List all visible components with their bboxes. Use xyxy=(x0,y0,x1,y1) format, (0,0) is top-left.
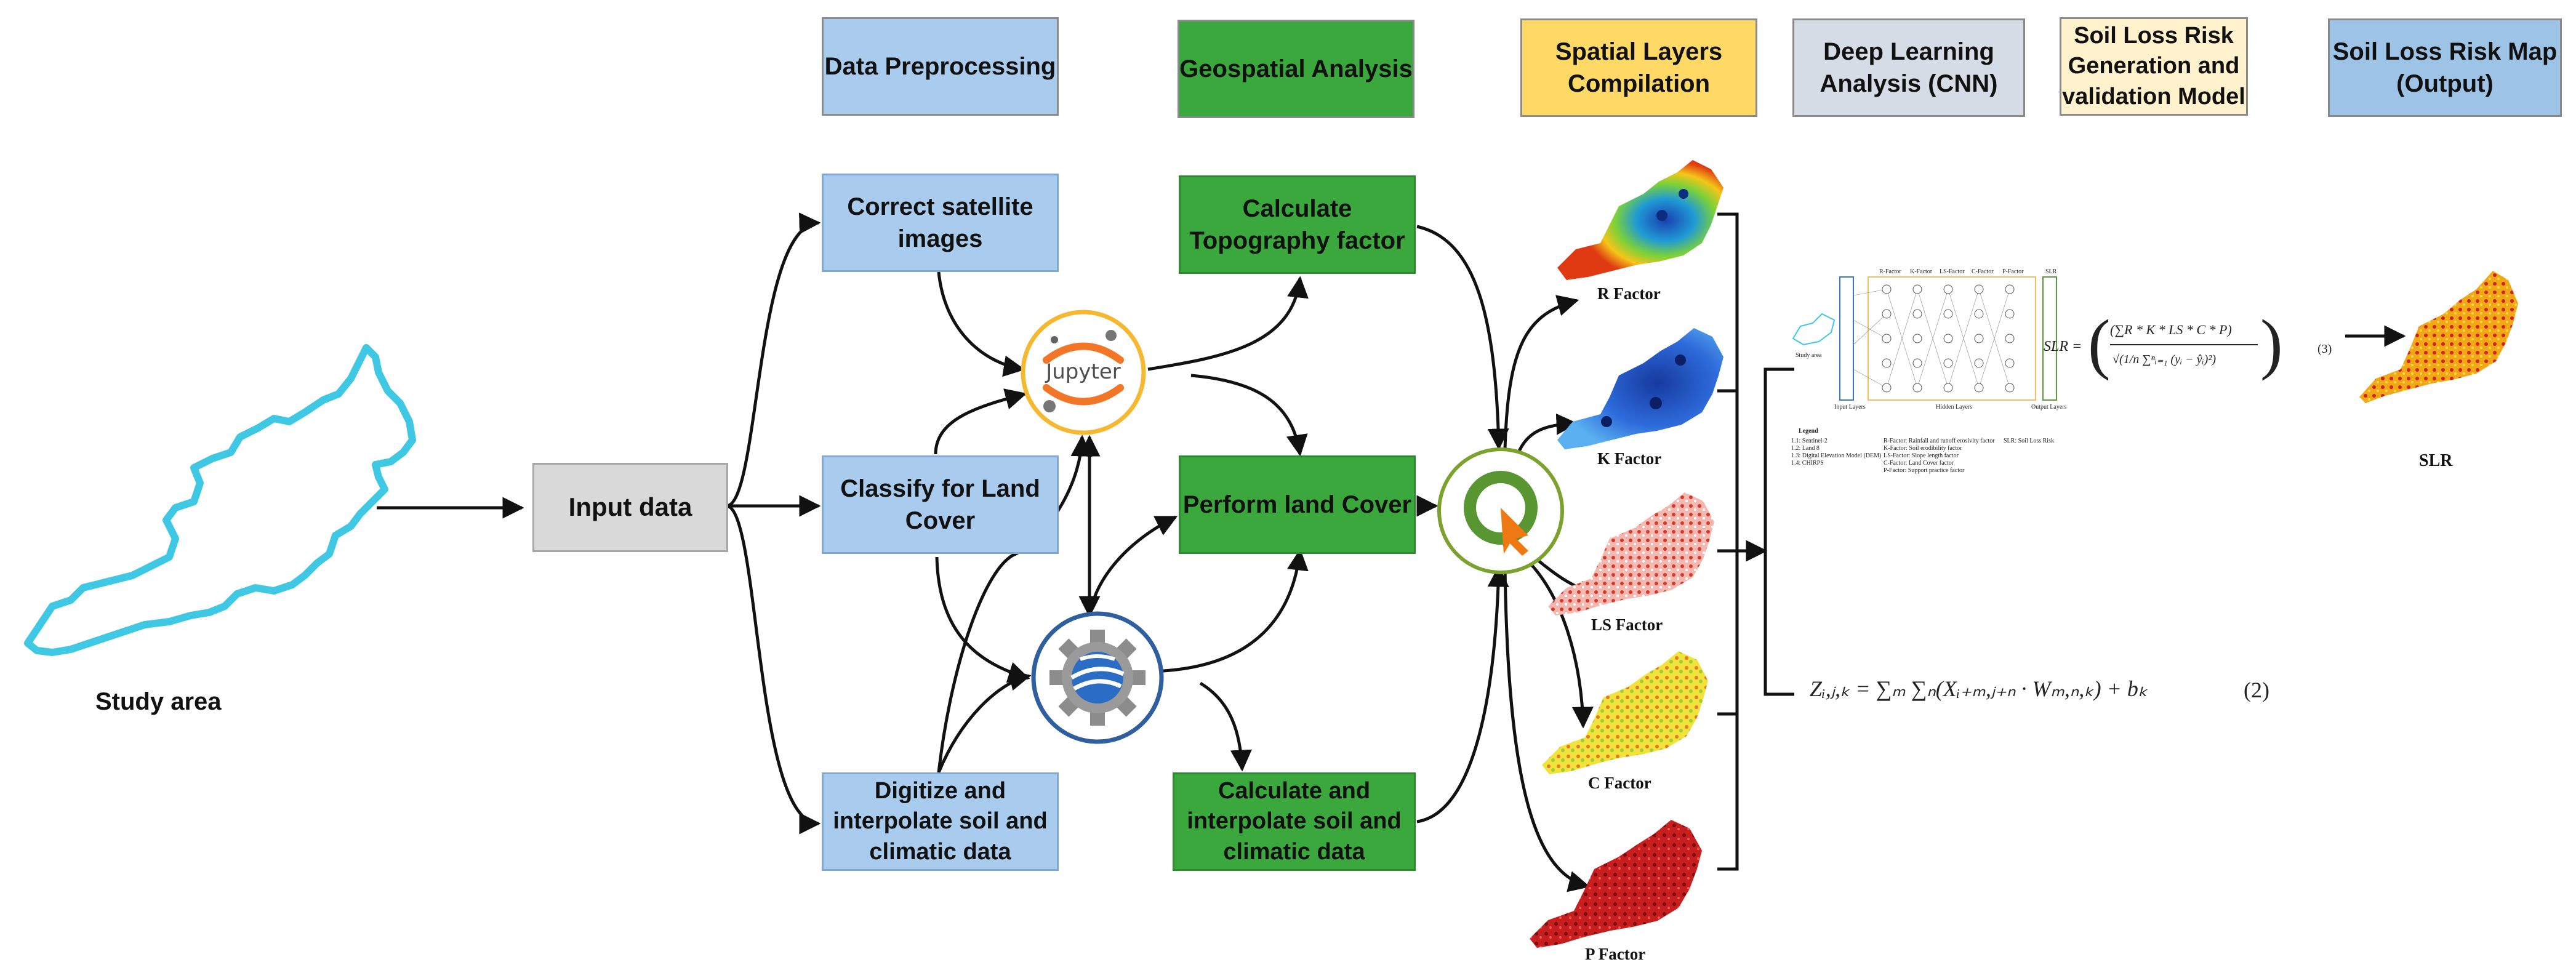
arrow-jupyter-to-topography xyxy=(1147,276,1309,371)
ls-factor-map xyxy=(1548,492,1714,615)
cnn-col-r: R-Factor xyxy=(1879,268,1901,275)
jupyter-icon: Jupyter xyxy=(1019,308,1148,437)
legend-item: LS-Factor: Slope length factor xyxy=(1884,452,1959,459)
slr-paren-left: ( xyxy=(2088,306,2111,381)
k-factor-label: K Factor xyxy=(1597,449,1662,468)
cnn-col-p: P-Factor xyxy=(2002,268,2024,275)
slr-equation-numerator: (∑R * K * LS * C * P) xyxy=(2110,322,2232,337)
study-area-label: Study area xyxy=(95,688,222,715)
arrow-classify-to-jupyter xyxy=(934,388,1027,455)
arrow-correct-to-jupyter xyxy=(937,271,1025,377)
cnn-col-k: K-Factor xyxy=(1910,268,1933,275)
r-factor-label: R Factor xyxy=(1597,284,1661,303)
legend-item: K-Factor: Soil erodibility factor xyxy=(1884,445,1962,452)
legend-item: R-Factor: Rainfall and runoff erosivity … xyxy=(1884,438,1995,444)
header-geospatial-analysis: Geospatial Analysis xyxy=(1178,20,1414,118)
cnn-col-ls: LS-Factor xyxy=(1940,268,1965,275)
input-data-box: Input data xyxy=(532,463,728,552)
slr-paren-right: ) xyxy=(2260,306,2283,381)
legend-item: SLR: Soil Loss Risk xyxy=(2004,438,2054,444)
arrow-digitize-to-gee xyxy=(937,670,1032,773)
bracket-cnn xyxy=(1763,367,1794,696)
k-factor-map xyxy=(1557,328,1723,449)
cnn-input-layers: Input Layers xyxy=(1834,404,1866,411)
legend-item: P-Factor: Support practice factor xyxy=(1884,467,1965,474)
arrow-interpolate-to-qgis xyxy=(1416,565,1509,824)
calculate-topography-box: Calculate Topography factor xyxy=(1179,175,1416,274)
arrow-qgis-to-k xyxy=(1515,413,1578,456)
conv-equation-number: (2) xyxy=(2244,678,2269,702)
calculate-interpolate-box: Calculate and interpolate soil and clima… xyxy=(1173,772,1416,871)
legend-title: Legend xyxy=(1799,428,1818,435)
legend-item: C-Factor: Land Cover factor xyxy=(1884,460,1954,467)
arrow-input-to-digitize xyxy=(726,504,821,835)
header-soil-loss-model: Soil Loss Risk Generation and validation… xyxy=(2060,17,2248,116)
arrow-qgis-to-c xyxy=(1519,553,1594,729)
arrow-qgis-to-r xyxy=(1503,295,1579,450)
classify-land-cover-box: Classify for Land Cover xyxy=(822,455,1059,554)
study-area-map-icon xyxy=(24,344,416,656)
legend-item: 1.2: Land 8 xyxy=(1791,445,1820,452)
arrow-qgis-to-p xyxy=(1503,566,1591,892)
earth-engine-gear-icon xyxy=(1031,611,1164,744)
header-spatial-layers: Spatial Layers Compilation xyxy=(1520,18,1757,117)
p-factor-label: P Factor xyxy=(1585,945,1646,963)
arrow-jupyter-to-landcover xyxy=(1190,374,1308,457)
conv-equation: Zᵢ,ⱼ,ₖ = ∑ₘ ∑ₙ(Xᵢ₊ₘ,ⱼ₊ₙ · Wₘ,ₙ,ₖ) + bₖ xyxy=(1810,676,2148,701)
arrow-gee-to-landcover-left xyxy=(1088,515,1178,616)
cnn-study-caption: Study area xyxy=(1796,352,1822,359)
cnn-col-c: C-Factor xyxy=(1972,268,1994,275)
slr-equation-number: (3) xyxy=(2317,342,2332,356)
correct-satellite-images-box: Correct satellite images xyxy=(822,174,1059,272)
header-soil-loss-map: Soil Loss Risk Map (Output) xyxy=(2328,18,2562,117)
slr-output-label: SLR xyxy=(2419,451,2453,470)
header-deep-learning: Deep Learning Analysis (CNN) xyxy=(1792,18,2025,117)
slr-output-map xyxy=(2359,271,2518,403)
perform-land-cover-box: Perform land Cover xyxy=(1179,455,1416,554)
ls-factor-label: LS Factor xyxy=(1591,615,1663,634)
c-factor-label: C Factor xyxy=(1588,774,1651,792)
slr-equation-denominator: √(1/n ∑ⁿᵢ₌₁ (yᵢ − ŷᵢ)²) xyxy=(2113,353,2216,366)
legend-item: 1.1: Sentinel-2 xyxy=(1791,438,1828,444)
arrow-input-to-correct xyxy=(726,212,821,508)
cnn-legend: Legend 1.1: Sentinel-2 1.2: Land 8 1.3: … xyxy=(1791,428,2087,489)
digitize-interpolate-box: Digitize and interpolate soil and climat… xyxy=(822,772,1059,871)
bracket-factors xyxy=(1717,212,1739,871)
cnn-output-layers: Output Layers xyxy=(2031,404,2067,411)
legend-item: 1.4: CHIRPS xyxy=(1791,460,1824,467)
c-factor-map xyxy=(1542,651,1708,774)
p-factor-map xyxy=(1530,820,1702,948)
arrow-gee-to-landcover xyxy=(1163,548,1309,673)
slr-equation-lhs: SLR = xyxy=(2044,339,2082,355)
arrow-digitize-to-jupyter xyxy=(937,435,1093,773)
cnn-diagram: R-Factor K-Factor LS-Factor C-Factor P-F… xyxy=(1788,265,2067,462)
r-factor-map xyxy=(1557,160,1723,280)
arrow-classify-to-gee xyxy=(935,556,1030,683)
header-data-preprocessing: Data Preprocessing xyxy=(822,17,1059,116)
cnn-hidden-layers: Hidden Layers xyxy=(1936,404,1973,411)
slr-fraction-bar xyxy=(2110,344,2258,345)
arrow-topography-to-qgis xyxy=(1416,225,1509,451)
slr-equation: SLR = ( (∑R * K * LS * C * P) √(1/n ∑ⁿᵢ₌… xyxy=(2044,306,2302,397)
cnn-col-slr: SLR xyxy=(2045,268,2057,275)
arrow-gee-to-interpolate xyxy=(1199,681,1252,772)
jupyter-label: Jupyter xyxy=(1046,359,1121,384)
legend-item: 1.3: Digital Elevation Model (DEM) xyxy=(1791,452,1882,459)
qgis-icon xyxy=(1437,447,1564,574)
